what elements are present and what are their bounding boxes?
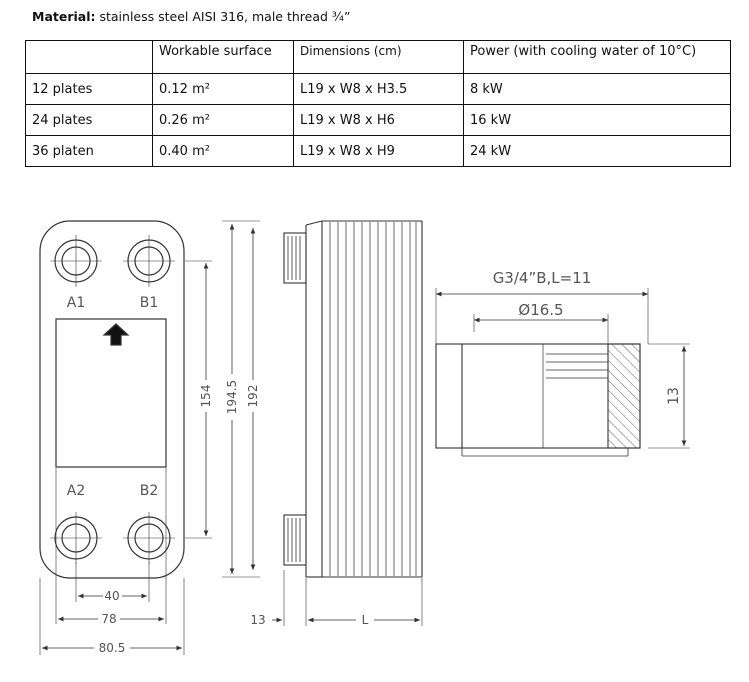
thread-detail [435, 288, 690, 457]
port-label-a2: A2 [67, 483, 85, 499]
dim-78: 78 [101, 612, 116, 626]
port-a1-icon [50, 235, 102, 287]
lower-thread [283, 514, 307, 566]
table-cell: 0.26 m² [152, 104, 294, 136]
table-cell: 24 kW [463, 135, 731, 167]
port-label-a1: A1 [67, 295, 85, 311]
header-cell: Power (with cooling water of 10°C) [463, 40, 731, 74]
table-cell: 0.40 m² [152, 135, 294, 167]
thread-diameter: Ø16.5 [518, 301, 563, 319]
port-b1-icon [123, 235, 175, 287]
up-arrow-icon [102, 323, 130, 346]
table-cell: 8 kW [463, 73, 731, 105]
plate-window [55, 318, 167, 468]
table-header-row: Workable surface Dimensions (cm) Power (… [25, 40, 731, 74]
dim-154: 154 [199, 385, 213, 408]
dim-13-thread: 13 [666, 387, 682, 405]
table-row: 12 plates 0.12 m² L19 x W8 x H3.5 8 kW [25, 73, 731, 105]
dim-80-5: 80.5 [99, 641, 126, 655]
table-row: 36 platen 0.40 m² L19 x W8 x H9 24 kW [25, 135, 731, 167]
table-cell: L19 x W8 x H3.5 [293, 73, 464, 105]
port-b2-icon [123, 512, 175, 564]
dim-192: 192 [246, 385, 260, 408]
port-a2-icon [50, 512, 102, 564]
table-cell: 16 kW [463, 104, 731, 136]
material-text: stainless steel AISI 316, male thread ¾” [99, 9, 351, 24]
side-view [272, 220, 423, 626]
header-cell: Dimensions (cm) [293, 40, 464, 74]
dim-40: 40 [104, 589, 119, 603]
port-label-b2: B2 [140, 483, 159, 499]
material-note: Material: stainless steel AISI 316, male… [32, 9, 351, 24]
material-label: Material: [32, 9, 96, 24]
header-cell: Workable surface [152, 40, 294, 74]
thread-section [607, 343, 641, 449]
port-label-b1: B1 [140, 295, 159, 311]
front-view [39, 220, 260, 655]
table-cell: L19 x W8 x H9 [293, 135, 464, 167]
thread-spec: G3/4”B,L=11 [493, 269, 592, 287]
upper-thread [283, 232, 307, 284]
table-cell: 36 platen [25, 135, 153, 167]
dim-L: L [362, 613, 369, 627]
plate-outline [39, 220, 185, 579]
dim-194-5: 194.5 [225, 380, 239, 414]
spec-table: Workable surface Dimensions (cm) Power (… [25, 40, 731, 167]
dim-13-side: 13 [250, 613, 265, 627]
table-cell: L19 x W8 x H6 [293, 104, 464, 136]
